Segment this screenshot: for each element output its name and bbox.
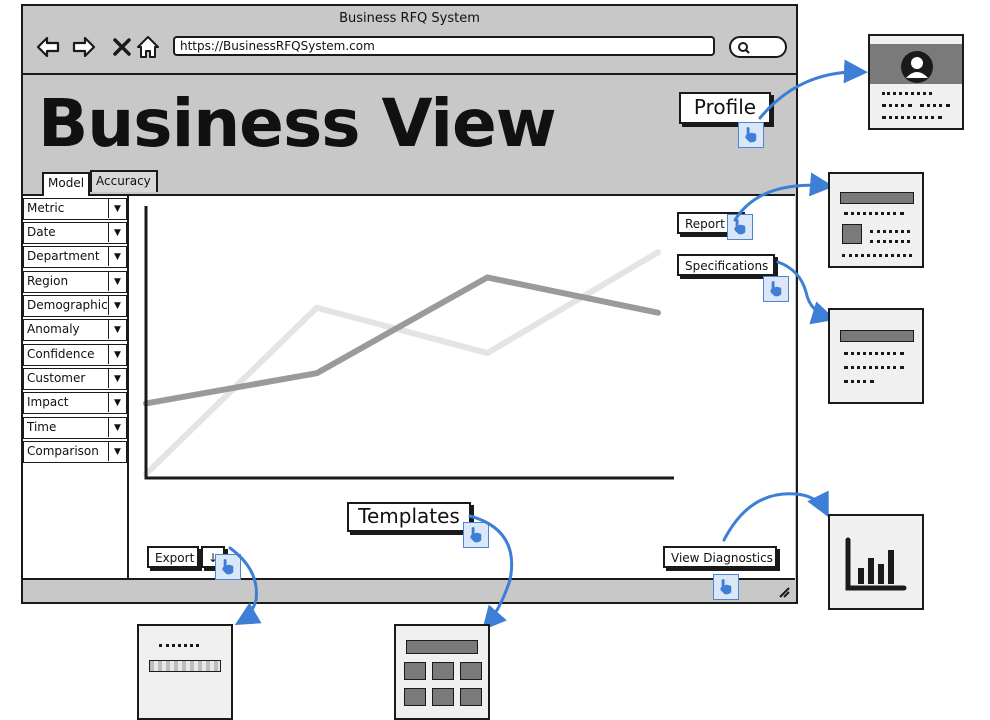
window-title: Business RFQ System [339, 11, 480, 26]
chevron-down-icon: ▼ [108, 393, 126, 412]
chevron-down-icon: ▼ [108, 296, 126, 315]
specifications-flow-arrow [776, 260, 836, 325]
filter-label: Department [27, 249, 100, 263]
report-flow-arrow [733, 172, 834, 222]
export-preview [137, 624, 233, 720]
chevron-down-icon: ▼ [108, 199, 126, 218]
export-flow-arrow [228, 546, 262, 626]
chevron-down-icon: ▼ [108, 272, 126, 291]
close-icon[interactable] [109, 34, 135, 60]
chevron-down-icon: ▼ [108, 369, 126, 388]
line-chart [143, 206, 674, 480]
content-panel: Metric ▼ Date ▼ Department ▼ Region ▼ Demogr… [23, 194, 795, 600]
chevron-down-icon: ▼ [108, 320, 126, 339]
filter-dropdown-customer[interactable]: Customer ▼ [23, 368, 127, 390]
filter-dropdown-comparison[interactable]: Comparison ▼ [23, 441, 127, 463]
search-input[interactable] [729, 36, 787, 58]
filter-label: Time [27, 420, 57, 434]
filter-sidebar: Metric ▼ Date ▼ Department ▼ Region ▼ Demogr… [23, 196, 129, 578]
filter-label: Demographic [27, 298, 108, 312]
profile-flow-arrow [758, 59, 868, 120]
url-input[interactable]: https://BusinessRFQSystem.com [173, 36, 715, 56]
resize-grip-icon[interactable] [776, 584, 790, 598]
templates-flow-arrow [468, 514, 514, 631]
user-avatar-icon [901, 51, 933, 83]
specifications-button[interactable]: Specifications [677, 254, 775, 276]
chevron-down-icon: ▼ [108, 442, 126, 461]
filter-dropdown-anomaly[interactable]: Anomaly ▼ [23, 319, 127, 341]
filter-label: Comparison [27, 444, 99, 458]
filter-label: Customer [27, 371, 86, 385]
hand-pointer-icon [215, 554, 241, 580]
specifications-preview [828, 308, 924, 404]
hand-pointer-icon [738, 122, 764, 148]
chevron-down-icon: ▼ [108, 223, 126, 242]
filter-dropdown-demographic[interactable]: Demographic▼ [23, 295, 127, 317]
filter-dropdown-department[interactable]: Department ▼ [23, 246, 127, 268]
report-preview [828, 172, 924, 268]
status-bar [23, 580, 796, 602]
diagnostics-preview [828, 514, 924, 610]
view-diagnostics-button[interactable]: View Diagnostics [663, 546, 777, 568]
export-button[interactable]: Export [147, 546, 199, 568]
tab-model[interactable]: Model [42, 172, 90, 196]
filter-dropdown-region[interactable]: Region ▼ [23, 271, 127, 293]
chevron-down-icon: ▼ [108, 345, 126, 364]
filter-dropdown-confidence[interactable]: Confidence ▼ [23, 344, 127, 366]
filter-dropdown-time[interactable]: Time ▼ [23, 417, 127, 439]
filter-dropdown-impact[interactable]: Impact ▼ [23, 392, 127, 414]
page-title: Business View [38, 85, 557, 162]
hand-pointer-icon [713, 574, 739, 600]
templates-preview [394, 624, 490, 720]
forward-arrow-icon[interactable] [71, 34, 97, 60]
search-icon [738, 42, 750, 54]
home-icon[interactable] [135, 34, 161, 60]
tab-accuracy[interactable]: Accuracy [90, 170, 158, 192]
filter-dropdown-metric[interactable]: Metric ▼ [23, 198, 127, 220]
filter-label: Date [27, 225, 56, 239]
progress-bar [149, 660, 221, 672]
chevron-down-icon: ▼ [108, 418, 126, 437]
profile-preview [868, 34, 964, 130]
profile-button[interactable]: Profile [679, 92, 771, 124]
templates-button[interactable]: Templates [347, 502, 471, 532]
filter-label: Impact [27, 395, 69, 409]
browser-window: Business RFQ System https://BusinessRFQS… [21, 4, 798, 604]
chart-series-line-1 [143, 274, 661, 407]
hand-pointer-icon [463, 522, 489, 548]
toolbar-divider [23, 73, 796, 75]
back-arrow-icon[interactable] [35, 34, 61, 60]
chevron-down-icon: ▼ [108, 247, 126, 266]
chart-axes [144, 206, 674, 480]
hand-pointer-icon [727, 214, 753, 240]
hand-pointer-icon [763, 276, 789, 302]
filter-label: Region [27, 274, 69, 288]
filter-label: Confidence [27, 347, 95, 361]
filter-dropdown-date[interactable]: Date ▼ [23, 222, 127, 244]
filter-label: Anomaly [27, 322, 80, 336]
diagnostics-flow-arrow [722, 490, 829, 542]
filter-label: Metric [27, 201, 65, 215]
bar-chart-icon [845, 537, 907, 591]
